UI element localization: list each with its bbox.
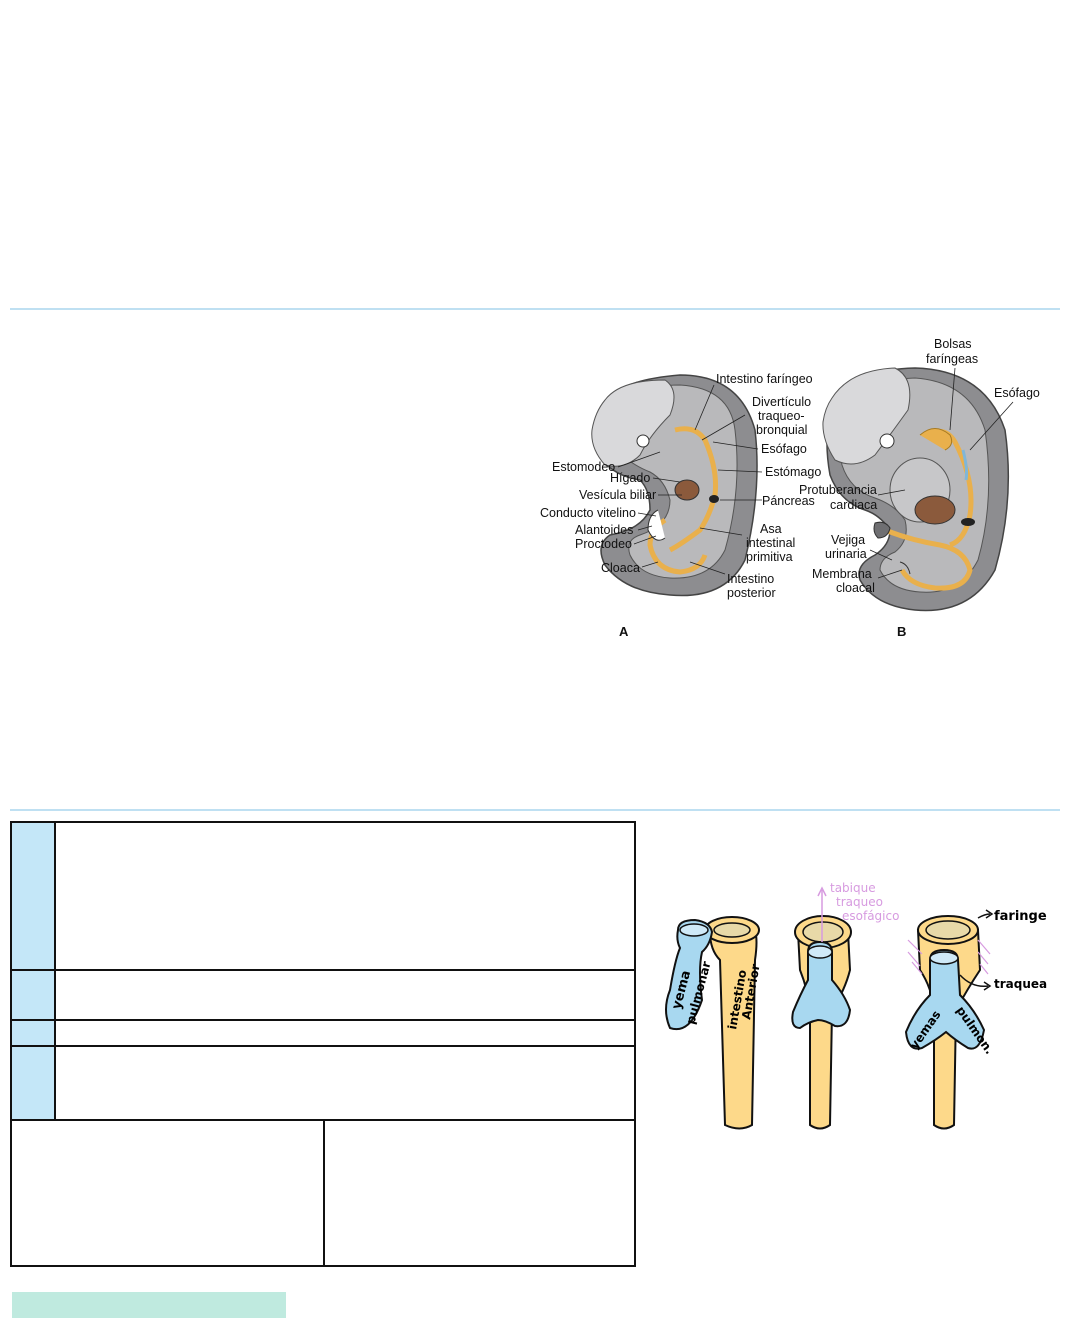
label-asa-1: Asa <box>760 522 782 536</box>
pancreas-a <box>709 495 719 503</box>
liver-b <box>914 495 956 525</box>
label-cloaca: Cloaca <box>601 561 640 575</box>
label-intestino-posterior-1: Intestino <box>727 572 774 586</box>
label-vejiga-1: Vejiga <box>831 533 865 547</box>
label-asa-2: intestinal <box>746 536 795 550</box>
embryo-a: Intestino faríngeo Divertículo traqueo- … <box>540 372 821 639</box>
eye-a <box>636 434 650 448</box>
notes-table <box>10 821 636 1267</box>
table-row <box>12 1021 634 1047</box>
label-membrana-2: cloacal <box>836 581 875 595</box>
trachea-development-diagram: yema pulmonar intestino Anterior tabique… <box>665 881 1047 1130</box>
pancreas-b <box>961 518 975 526</box>
label-estomago: Estómago <box>765 465 821 479</box>
column-divider <box>323 1121 325 1265</box>
label-protuberancia-1: Protuberancia <box>799 483 877 497</box>
label-tabique-1: tabique <box>830 881 876 895</box>
label-bolsas-2: faríngeas <box>926 352 978 366</box>
label-higado: Hígado <box>610 471 650 485</box>
divider-middle <box>10 809 1060 811</box>
label-diverticulo-2: traqueo- <box>758 409 805 423</box>
panel-label-b: B <box>897 624 906 639</box>
table-row <box>12 1047 634 1121</box>
row-side-cell <box>12 1021 56 1045</box>
label-faringe: faringe <box>994 909 1047 924</box>
label-estomodeo: Estomodeo <box>552 460 615 474</box>
label-esofago-a: Esófago <box>761 442 807 456</box>
stage-2: tabique traqueo esofágico <box>791 881 899 1130</box>
divider-top <box>10 308 1060 310</box>
table-row <box>12 971 634 1021</box>
label-tabique-3: esofágico <box>842 909 899 923</box>
table-row <box>12 823 634 971</box>
label-alantoides: Alantoides <box>575 523 633 537</box>
label-diverticulo-1: Divertículo <box>752 395 811 409</box>
label-esofago-b: Esófago <box>994 386 1040 400</box>
label-intestino-faringeo: Intestino faríngeo <box>716 372 813 386</box>
embryo-diagram: Intestino faríngeo Divertículo traqueo- … <box>540 337 1040 639</box>
label-vesicula: Vesícula biliar <box>579 488 656 502</box>
row-side-cell <box>12 823 56 969</box>
label-bolsas-1: Bolsas <box>934 337 972 351</box>
label-intestino-posterior-2: posterior <box>727 586 776 600</box>
label-vejiga-2: urinaria <box>825 547 867 561</box>
label-asa-3: primitiva <box>746 550 793 564</box>
highlight-bar <box>12 1292 286 1318</box>
label-conducto: Conducto vitelino <box>540 506 636 520</box>
label-membrana-1: Membrana <box>812 567 872 581</box>
stage-1: yema pulmonar intestino Anterior <box>665 916 763 1130</box>
embryo-b: Bolsas faríngeas Esófago Protuberancia c… <box>799 337 1040 639</box>
panel-label-a: A <box>619 624 629 639</box>
label-diverticulo-3: bronquial <box>756 423 807 437</box>
label-protuberancia-2: cardiaca <box>830 498 877 512</box>
label-traquea: traquea <box>994 977 1047 991</box>
table-row-split <box>12 1121 634 1265</box>
stage-3: faringe traquea yemas pulmon. <box>904 909 1047 1130</box>
eye-b <box>879 433 895 449</box>
label-proctodeo: Proctodeo <box>575 537 632 551</box>
row-side-cell <box>12 1047 56 1119</box>
label-pancreas: Páncreas <box>762 494 815 508</box>
label-tabique-2: traqueo <box>836 895 883 909</box>
row-side-cell <box>12 971 56 1019</box>
liver-a <box>674 479 700 501</box>
